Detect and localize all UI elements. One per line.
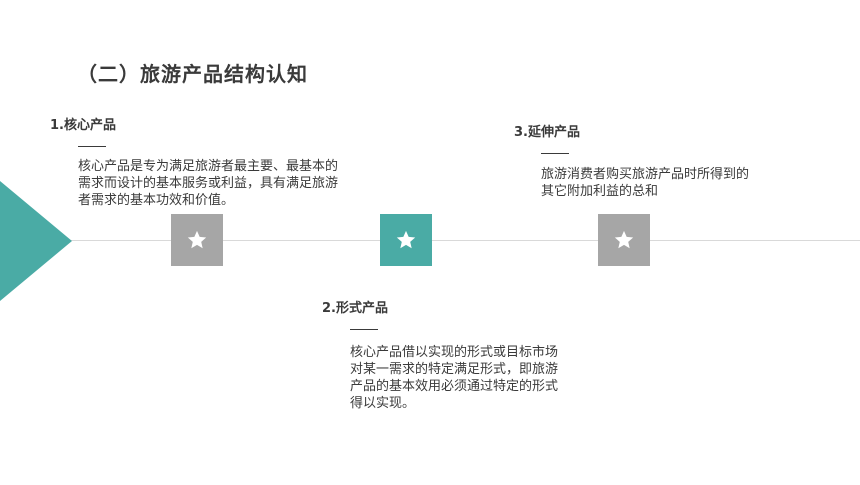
page-title: （二）旅游产品结构认知 — [77, 62, 308, 86]
star-marker-2 — [380, 214, 432, 266]
item-2-description: 核心产品借以实现的形式或目标市场对某一需求的特定满足形式，即旅游产品的基本效用必… — [350, 345, 559, 411]
star-marker-1 — [171, 214, 223, 266]
star-icon — [187, 230, 207, 249]
item-2-rule — [350, 329, 378, 330]
item-3-description: 旅游消费者购买旅游产品时所得到的其它附加利益的总和 — [541, 167, 750, 199]
star-icon — [614, 230, 634, 249]
triangle-arrow-icon — [0, 181, 72, 301]
item-1-rule — [78, 146, 106, 147]
star-marker-3 — [598, 214, 650, 266]
item-1-description: 核心产品是专为满足旅游者最主要、最基本的需求而设计的基本服务或利益，具有满足旅游… — [78, 159, 339, 208]
item-3-heading: 3.延伸产品 — [514, 125, 580, 140]
star-icon — [396, 230, 416, 249]
item-2-heading: 2.形式产品 — [322, 301, 388, 316]
item-1-heading: 1.核心产品 — [50, 118, 116, 133]
item-3-rule — [541, 153, 569, 154]
